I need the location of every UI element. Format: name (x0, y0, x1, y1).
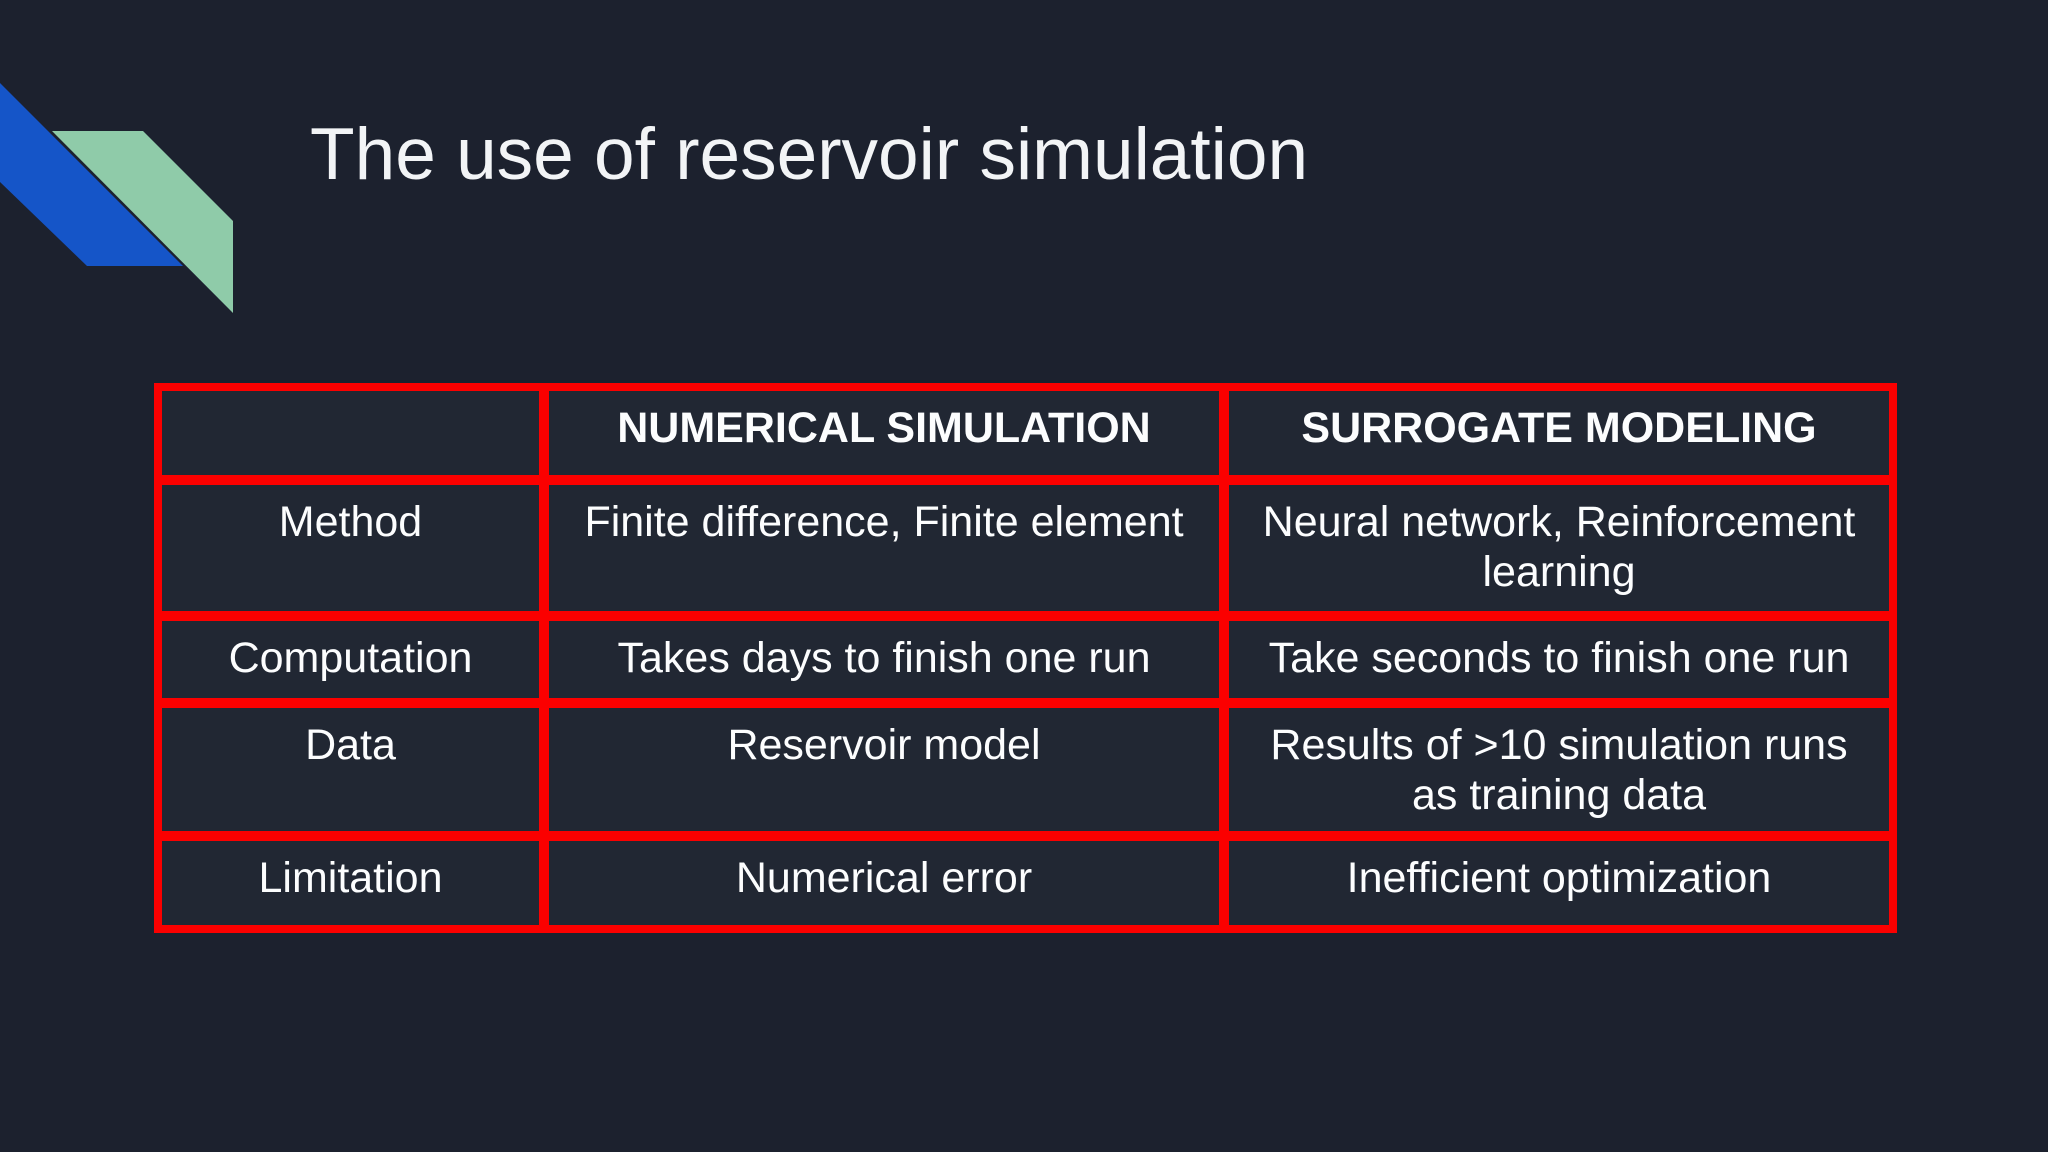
row-label-method: Method (157, 480, 544, 616)
corner-decoration (0, 83, 233, 313)
table-header-row: NUMERICAL SIMULATION SURROGATE MODELING (157, 386, 1894, 480)
column-header-empty (157, 386, 544, 480)
table-row-data: Data Reservoir model Results of >10 simu… (157, 703, 1894, 836)
green-ribbon-shape (52, 131, 233, 313)
cell-computation-numerical-simulation: Takes days to finish one run (544, 616, 1224, 703)
cell-data-numerical-simulation: Reservoir model (544, 703, 1224, 836)
cell-method-surrogate-modeling: Neural network, Reinforcement learning (1224, 480, 1894, 616)
cell-limitation-numerical-simulation: Numerical error (544, 836, 1224, 930)
cell-computation-surrogate-modeling: Take seconds to finish one run (1224, 616, 1894, 703)
slide-title: The use of reservoir simulation (310, 114, 1309, 195)
row-label-data: Data (157, 703, 544, 836)
cell-limitation-surrogate-modeling: Inefficient optimization (1224, 836, 1894, 930)
row-label-limitation: Limitation (157, 836, 544, 930)
column-header-numerical-simulation: NUMERICAL SIMULATION (544, 386, 1224, 480)
row-label-computation: Computation (157, 616, 544, 703)
table-row-method: Method Finite difference, Finite element… (157, 480, 1894, 616)
table-row-computation: Computation Takes days to finish one run… (157, 616, 1894, 703)
column-header-surrogate-modeling: SURROGATE MODELING (1224, 386, 1894, 480)
blue-ribbon-shape (0, 83, 183, 266)
cell-method-numerical-simulation: Finite difference, Finite element (544, 480, 1224, 616)
table-row-limitation: Limitation Numerical error Inefficient o… (157, 836, 1894, 930)
comparison-table: NUMERICAL SIMULATION SURROGATE MODELING … (154, 383, 1897, 933)
cell-data-surrogate-modeling: Results of >10 simulation runs as traini… (1224, 703, 1894, 836)
